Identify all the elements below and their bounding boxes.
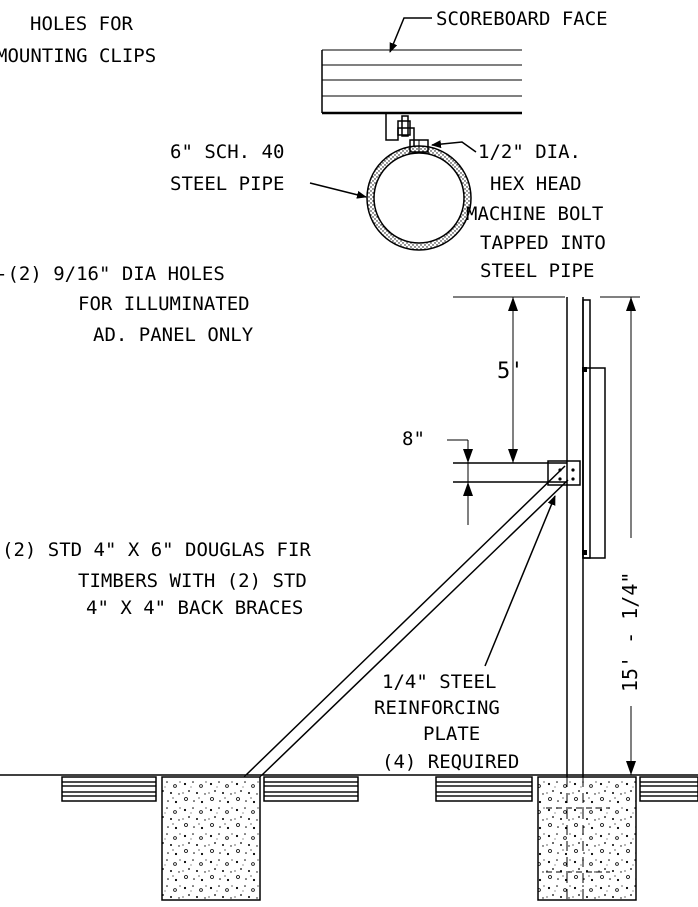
reinforcing-plate [547,460,581,486]
timbers-label-line1: (2) STD 4" X 6" DOUGLAS FIR [2,539,311,561]
holes-note: -(2) 9/16" DIA HOLES FOR ILLUMINATED AD.… [0,263,254,346]
plate-label-line1: 1/4" STEEL [382,671,496,693]
dim-8in-label: 8" [402,428,425,450]
grade-strip-2 [263,776,359,802]
bolt-label-line2: HEX HEAD [490,173,582,195]
plate-label-line3: PLATE [423,723,480,745]
dim-5ft-label: 5' [497,359,524,384]
back-brace-top [245,465,566,776]
back-brace-bottom [261,479,569,776]
plate-leader [484,495,556,667]
bolt-label-line1: 1/2" DIA. [478,141,581,163]
bolt-label-line4: TAPPED INTO [480,232,606,254]
top-mounting-detail: HOLES FOR MOUNTING CLIPS SCOREBOARD FACE… [0,8,608,282]
plate-label-line2: REINFORCING [374,697,500,719]
grade-strip-3 [435,776,533,802]
pipe-leader [309,182,367,199]
holes-label-line1: HOLES FOR [30,13,134,35]
scoreboard-face-label: SCOREBOARD FACE [436,8,608,30]
grade-strip-4 [639,776,698,802]
dia-holes-line3: AD. PANEL ONLY [93,324,254,346]
ground-and-footings [0,774,698,901]
pipe-label-line2: STEEL PIPE [170,173,284,195]
plate-label-line4: (4) REQUIRED [382,751,519,773]
timbers-label-line2: TIMBERS WITH (2) STD [78,570,307,592]
sign-panel-face [582,299,591,559]
hex-head-bolt [409,139,429,153]
sign-panel-cabinet [582,367,606,559]
bolt-label-line5: STEEL PIPE [480,260,594,282]
dia-holes-line1: -(2) 9/16" DIA HOLES [0,263,225,285]
holes-label-line2: MOUNTING CLIPS [0,45,156,67]
dim-height-label: 15' - 1/4" [618,572,642,692]
pipe-label-line1: 6" SCH. 40 [170,141,284,163]
dia-holes-line2: FOR ILLUMINATED [78,293,250,315]
scoreboard-face-panel [321,49,522,115]
grade-strip-1 [61,776,157,802]
concrete-footing-left [161,776,261,901]
bolt-label-line3: MACHINE BOLT [466,203,603,225]
timbers-label-line3: 4" X 4" BACK BRACES [86,597,303,619]
scoreboard-face-leader [389,17,432,53]
steel-pipe-section [366,145,472,251]
bolt-leader [431,140,477,153]
concrete-footing-right [537,776,637,901]
side-elevation: 5' 8" 15' - 1/4" [2,296,643,900]
